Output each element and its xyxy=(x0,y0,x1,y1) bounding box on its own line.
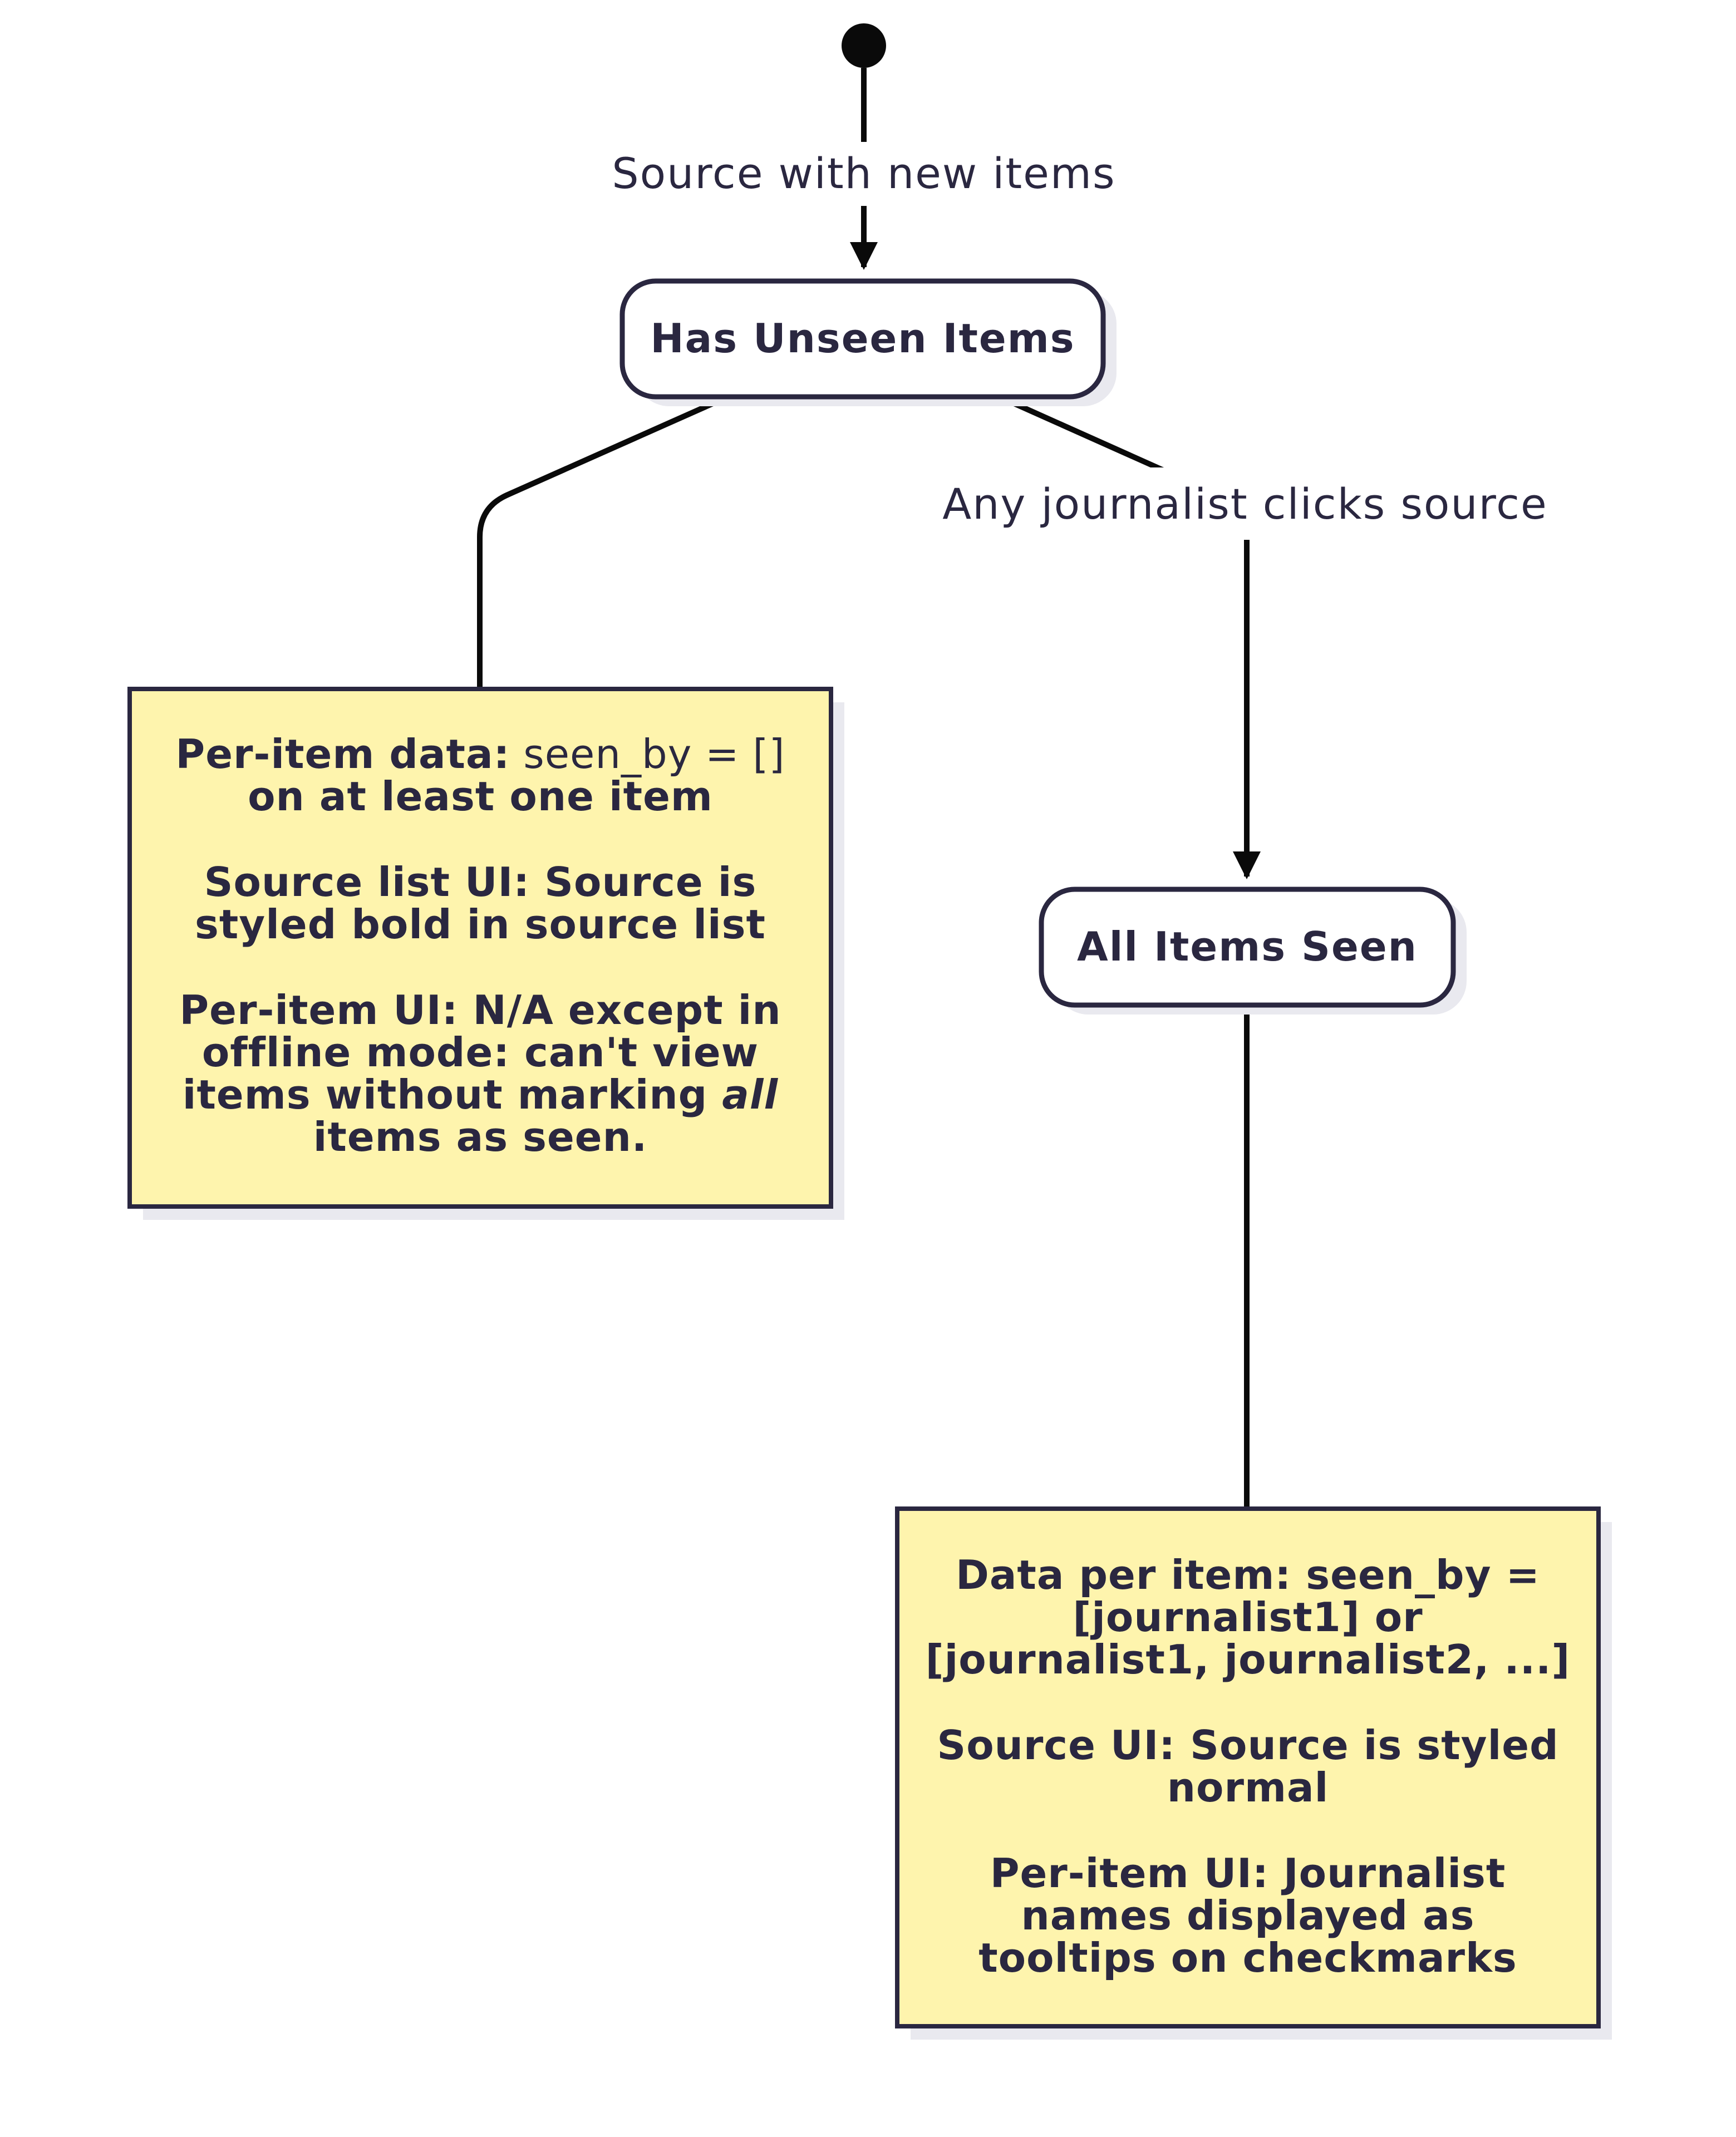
note-heading: Source list UI: xyxy=(204,859,530,905)
note-value: seen_by = [] xyxy=(510,731,785,777)
note-line: normal xyxy=(1167,1764,1329,1811)
edge-unseen-to-note xyxy=(477,393,731,687)
note-line: Per-item UI: Journalist xyxy=(990,1850,1506,1897)
edge-label-bg xyxy=(946,467,1542,540)
note-line: tooltips on checkmarks xyxy=(978,1934,1517,1981)
note-value: Source is styled xyxy=(1176,1722,1559,1769)
note-heading: Source UI: xyxy=(937,1722,1176,1769)
note-line: Per-item UI: N/A except in xyxy=(179,987,781,1033)
note-line: styled bold in source list xyxy=(195,901,766,948)
state-all-items-seen xyxy=(1039,887,1456,1008)
state-label: Has Unseen Items xyxy=(650,315,1075,362)
note-line: Data per item: seen_by = xyxy=(956,1552,1540,1598)
note-line: Source list UI: Source is xyxy=(204,859,757,905)
note-seen-text: Data per item: seen_by = [journalist1] o… xyxy=(926,1552,1571,1981)
note-heading: Per-item UI: xyxy=(990,1850,1269,1897)
note-heading: Data per item: xyxy=(956,1552,1291,1598)
note-unseen-text: Per-item data: seen_by = [] on at least … xyxy=(175,731,785,1160)
edge-label-source-with-new-items: Source with new items xyxy=(612,149,1115,198)
state-has-unseen-items xyxy=(619,278,1106,400)
note-line: [journalist1] or xyxy=(1073,1594,1423,1641)
edge-label-any-journalist-clicks-source: Any journalist clicks source xyxy=(942,479,1547,529)
note-line: on at least one item xyxy=(248,773,713,820)
note-heading: Per-item UI: xyxy=(179,987,458,1033)
note-line: items as seen. xyxy=(313,1114,648,1160)
note-value: seen_by = xyxy=(1291,1552,1540,1598)
note-all-items-seen xyxy=(895,1506,1601,2028)
note-value: Journalist xyxy=(1269,1850,1506,1897)
note-line: names displayed as xyxy=(1021,1892,1474,1939)
note-value: items without marking xyxy=(183,1071,722,1118)
note-line: items without marking all xyxy=(183,1071,779,1118)
start-node xyxy=(842,23,886,68)
note-value: N/A except in xyxy=(458,987,781,1033)
note-line: offline mode: can't view xyxy=(202,1029,759,1076)
note-line: Source UI: Source is styled xyxy=(937,1722,1558,1769)
note-has-unseen-items xyxy=(127,687,833,1209)
state-label: All Items Seen xyxy=(1077,923,1418,970)
note-heading: Per-item data: xyxy=(175,731,510,777)
note-value: Source is xyxy=(530,859,756,905)
edge-label-bg xyxy=(618,142,1113,206)
note-emphasis: all xyxy=(722,1071,778,1118)
note-line: Per-item data: seen_by = [] xyxy=(175,731,785,777)
note-line: [journalist1, journalist2, ...] xyxy=(926,1636,1571,1683)
